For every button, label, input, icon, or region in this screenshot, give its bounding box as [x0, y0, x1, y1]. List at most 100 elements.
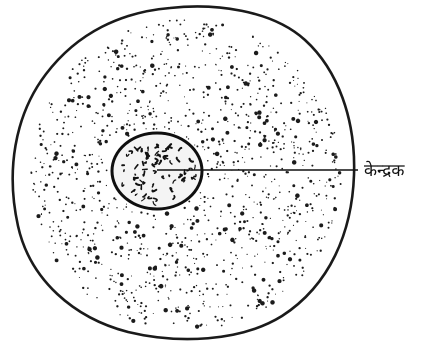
cytoplasm-dot — [263, 105, 265, 107]
cytoplasm-dot — [286, 171, 288, 173]
cytoplasm-dot — [153, 276, 154, 277]
cytoplasm-dot — [111, 275, 112, 276]
cytoplasm-dot — [214, 316, 216, 318]
cytoplasm-dot — [113, 281, 115, 283]
cytoplasm-dot — [60, 145, 62, 147]
cytoplasm-dot — [266, 147, 268, 149]
cytoplasm-dot — [190, 226, 194, 230]
cytoplasm-dot — [126, 129, 127, 130]
cytoplasm-dot — [292, 76, 294, 78]
cytoplasm-dot — [217, 294, 219, 296]
cytoplasm-dot — [72, 132, 73, 133]
cytoplasm-dot — [238, 227, 242, 231]
cytoplasm-dot — [108, 98, 110, 100]
cytoplasm-dot — [337, 176, 338, 177]
cytoplasm-dot — [274, 178, 276, 180]
cytoplasm-dot — [258, 304, 260, 306]
cytoplasm-dot — [201, 323, 203, 325]
cytoplasm-dot — [312, 210, 314, 212]
cytoplasm-dot — [126, 68, 128, 70]
cytoplasm-dot — [226, 150, 228, 152]
cytoplasm-dot — [184, 207, 186, 209]
cytoplasm-dot — [233, 124, 234, 125]
cytoplasm-dot — [325, 185, 326, 186]
cytoplasm-dot — [240, 106, 242, 108]
cytoplasm-dot — [278, 68, 280, 70]
cytoplasm-dot — [321, 119, 323, 121]
cytoplasm-dot — [53, 252, 54, 253]
cytoplasm-dot — [57, 191, 59, 193]
cytoplasm-dot — [206, 254, 208, 256]
cytoplasm-dot — [165, 255, 166, 256]
cytoplasm-dot — [264, 139, 266, 141]
cytoplasm-dot — [277, 240, 280, 243]
cytoplasm-dot — [220, 156, 222, 158]
cytoplasm-dot — [64, 104, 66, 106]
cytoplasm-dot — [298, 247, 300, 249]
cytoplasm-dot — [131, 319, 135, 323]
cytoplasm-dot — [212, 197, 214, 199]
cytoplasm-dot — [311, 207, 313, 209]
cytoplasm-dot — [287, 63, 288, 64]
cytoplasm-dot — [124, 292, 125, 293]
cytoplasm-dot — [90, 260, 92, 262]
cytoplasm-dot — [244, 81, 248, 85]
cytoplasm-dot — [270, 165, 271, 166]
cytoplasm-dot — [44, 200, 46, 202]
cytoplasm-dot — [40, 181, 41, 182]
cytoplasm-dot — [148, 109, 149, 110]
cytoplasm-dot — [74, 145, 76, 147]
cytoplasm-dot — [303, 271, 304, 272]
chromatin-strand — [180, 175, 181, 176]
cytoplasm-dot — [215, 82, 217, 84]
cytoplasm-dot — [97, 191, 100, 194]
cytoplasm-dot — [217, 319, 219, 321]
cytoplasm-dot — [215, 283, 216, 284]
cytoplasm-dot — [168, 243, 173, 248]
cytoplasm-dot — [280, 102, 282, 104]
cytoplasm-dot — [143, 115, 144, 116]
cytoplasm-dot — [87, 287, 89, 289]
cytoplasm-dot — [292, 184, 295, 187]
cytoplasm-dot — [41, 224, 43, 226]
cytoplasm-dot — [325, 152, 327, 154]
cytoplasm-dot — [193, 286, 195, 288]
cytoplasm-dot — [141, 90, 145, 94]
cytoplasm-dot — [250, 80, 251, 81]
cytoplasm-dot — [311, 165, 313, 167]
cytoplasm-dot — [71, 156, 73, 158]
cytoplasm-dot — [72, 149, 74, 151]
cytoplasm-dot — [58, 226, 60, 228]
cytoplasm-dot — [298, 94, 300, 96]
cytoplasm-dot — [200, 131, 202, 133]
cytoplasm-dot — [224, 100, 226, 102]
cytoplasm-dot — [260, 211, 262, 213]
cytoplasm-dot — [266, 197, 267, 198]
cytoplasm-dot — [294, 135, 297, 138]
cytoplasm-dot — [328, 227, 330, 229]
cytoplasm-dot — [244, 149, 245, 150]
cytoplasm-dot — [190, 290, 192, 292]
cytoplasm-dot — [144, 116, 146, 118]
cytoplasm-dot — [131, 211, 132, 212]
cytoplasm-dot — [248, 115, 250, 117]
cytoplasm-dot — [170, 117, 172, 119]
cytoplasm-dot — [133, 66, 135, 68]
cytoplasm-dot — [257, 115, 261, 119]
cytoplasm-dot — [220, 74, 222, 76]
cytoplasm-dot — [199, 205, 200, 206]
cytoplasm-dot — [82, 103, 84, 105]
cytoplasm-dot — [188, 138, 189, 139]
cytoplasm-dot — [170, 228, 172, 230]
cytoplasm-dot — [139, 248, 141, 250]
cytoplasm-dot — [254, 202, 255, 203]
cytoplasm-dot — [139, 285, 141, 287]
cytoplasm-dot — [79, 277, 80, 278]
cytoplasm-dot — [265, 306, 267, 308]
cytoplasm-dot — [194, 144, 195, 145]
cytoplasm-dot — [49, 212, 51, 214]
cytoplasm-dot — [186, 103, 188, 105]
cytoplasm-dot — [241, 79, 243, 81]
cytoplasm-dot — [219, 179, 221, 181]
cytoplasm-dot — [31, 171, 32, 172]
